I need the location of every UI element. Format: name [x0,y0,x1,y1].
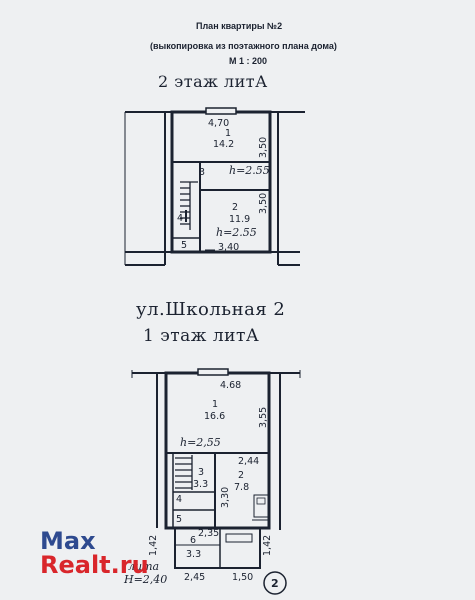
f1-dim-bottom-b: 2,45 [184,572,206,583]
floor1-plan [131,368,301,569]
porch-height: H=2,40 [124,573,168,586]
f1-room1-num: 1 [212,399,219,410]
f2-room5-num: 5 [181,240,188,251]
floor2-title: 2 этаж литА [158,72,268,91]
f2-dim-top: 4,70 [208,118,230,129]
f1-dim-top: 4.68 [220,380,242,391]
floor2-plan [124,107,305,266]
street-address: ул.Школьная 2 [136,299,286,320]
f1-dim-right: 3,55 [258,406,269,428]
f1-dim-left-bottom: 1,42 [148,534,159,556]
sheet-marker-circle [263,571,287,595]
f2-room1-num: 1 [225,128,232,139]
f2-room3-num: 3 [199,167,206,178]
f2-dim-bottom: 3,40 [218,242,240,253]
f2-dim-right-upper: 3,50 [258,136,269,158]
porch-label: лита [128,560,160,573]
f1-room2-dim-side: 3,30 [220,486,231,508]
f1-dim-bottom-a: 2,35 [198,528,220,539]
f2-height-2: h=2.55 [216,226,257,239]
f1-room6-area: 3.3 [186,549,202,560]
sheet-marker-number: 2 [271,577,279,590]
plan-subtitle: (выкопировка из поэтажного плана дома) [150,41,337,51]
f2-room4-num: 4 [177,213,184,224]
f1-dim-bottom-c: 1,50 [232,572,254,583]
watermark-max: Max [40,527,96,555]
f1-room3-num: 3 [198,467,205,478]
f1-height: h=2,55 [180,436,221,449]
f1-room5-num: 5 [176,514,183,525]
f1-room3-area: 3.3 [193,479,209,490]
f2-room1-area: 14.2 [213,139,235,150]
f1-dim-right-bottom: 1,42 [262,534,273,556]
f1-room2-num: 2 [238,470,245,481]
f2-dim-right-lower: 3,50 [258,192,269,214]
floor1-title: 1 этаж литА [143,326,260,346]
plan-title: План квартиры №2 [196,21,283,31]
plan-scale: М 1 : 200 [229,56,268,66]
f2-height-1: h=2.55 [229,164,270,177]
f2-room2-num: 2 [232,202,239,213]
f1-room1-area: 16.6 [204,411,226,422]
watermark-realt: Realt.ru [40,551,149,579]
f1-room2-area: 7.8 [234,482,250,493]
f1-room4-num: 4 [176,494,183,505]
f2-room2-area: 11.9 [229,214,251,225]
f1-room2-dim-top: 2,44 [238,456,260,467]
f1-room6-num: 6 [190,535,197,546]
